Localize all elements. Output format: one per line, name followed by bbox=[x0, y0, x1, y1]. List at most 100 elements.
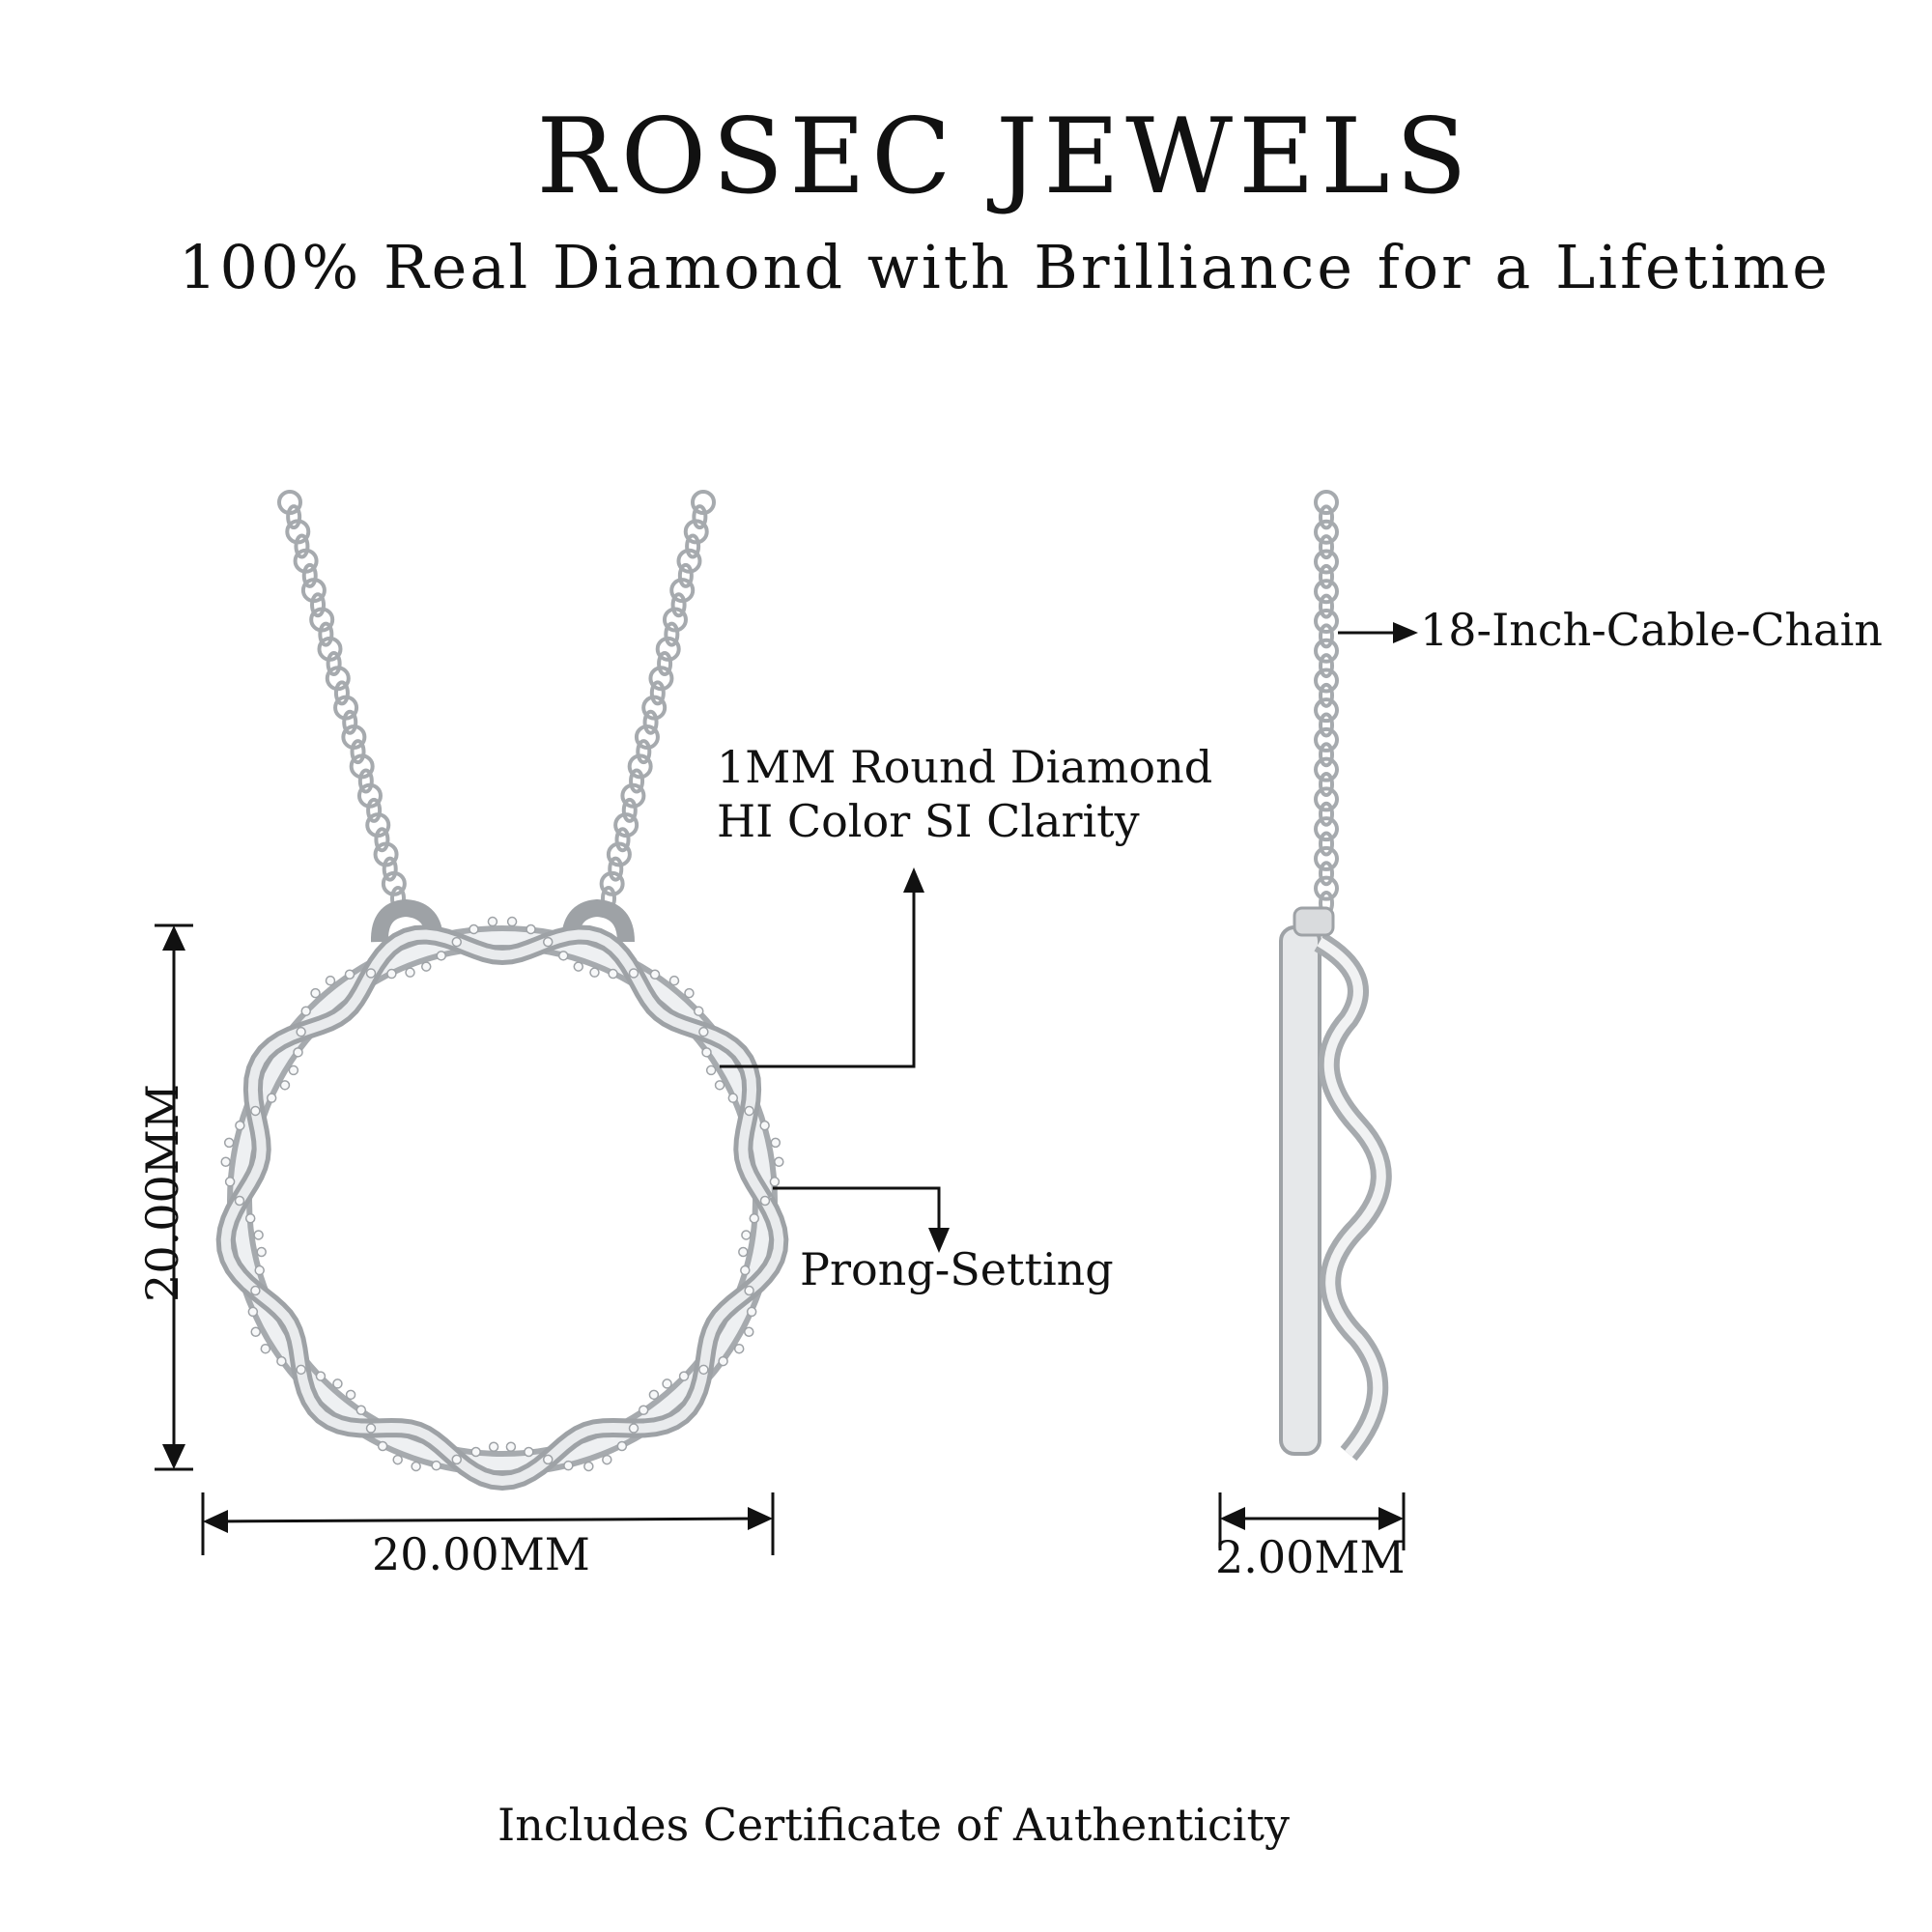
diamond-stone-icon bbox=[589, 967, 600, 978]
diamond-stone-icon bbox=[542, 1454, 554, 1465]
chain-link bbox=[1319, 593, 1334, 619]
diamond-stone-icon bbox=[749, 1212, 760, 1224]
chain-link bbox=[366, 797, 383, 823]
chain-link bbox=[636, 739, 652, 765]
diamond-stone-icon bbox=[744, 1326, 754, 1337]
chain-link bbox=[608, 856, 624, 882]
chain-callout-leader bbox=[1338, 622, 1418, 643]
chain-label: 18-Inch-Cable-Chain bbox=[1420, 604, 1883, 656]
diamond-stone-icon bbox=[705, 1065, 717, 1076]
diamond-stone-icon bbox=[325, 975, 336, 986]
diamond-stone-icon bbox=[377, 1440, 388, 1452]
chain-link bbox=[1319, 742, 1334, 768]
chain-link bbox=[310, 592, 327, 618]
diamond-stone-icon bbox=[344, 969, 355, 980]
chain-link bbox=[374, 827, 390, 853]
diamond-stone-icon bbox=[506, 916, 518, 927]
chain-link bbox=[382, 856, 398, 882]
diamond-stone-icon bbox=[247, 1306, 259, 1318]
chain-link bbox=[621, 797, 638, 823]
diamond-stone-icon bbox=[526, 923, 536, 935]
certificate-note: Includes Certificate of Authenticity bbox=[497, 1799, 1290, 1851]
chain-link bbox=[1314, 490, 1339, 515]
chain-link bbox=[1314, 845, 1339, 871]
diamond-callout-leader bbox=[720, 867, 924, 1068]
diamond-stone-icon bbox=[436, 951, 447, 961]
diamond-stone-icon bbox=[487, 916, 498, 927]
chain-link bbox=[629, 768, 645, 794]
chain-link bbox=[649, 680, 666, 706]
diamond-stone-icon bbox=[488, 1441, 499, 1452]
diamond-stone-icon bbox=[250, 1105, 261, 1117]
diamond-stone-icon bbox=[293, 1047, 303, 1058]
diamond-stone-icon bbox=[469, 923, 479, 935]
diamond-stone-icon bbox=[266, 1093, 277, 1103]
diamond-stone-icon bbox=[296, 1364, 306, 1376]
diamond-stone-icon bbox=[234, 1195, 245, 1207]
chain-link bbox=[1314, 579, 1339, 605]
chain-link bbox=[1314, 756, 1339, 782]
diamond-stone-icon bbox=[386, 968, 397, 980]
diamond-stone-icon bbox=[668, 975, 680, 986]
diamond-stone-icon bbox=[648, 1389, 660, 1401]
diamond-stone-icon bbox=[557, 951, 569, 961]
chain-link bbox=[326, 651, 342, 677]
diamond-stone-icon bbox=[365, 1423, 377, 1434]
chain-link bbox=[1319, 861, 1334, 887]
diamond-stone-icon bbox=[759, 1195, 771, 1207]
width-dimension bbox=[201, 1492, 775, 1555]
chain-link bbox=[1319, 831, 1334, 857]
chain-link bbox=[350, 739, 366, 765]
diamond-stone-icon bbox=[583, 1461, 594, 1472]
diamond-stone-icon bbox=[701, 1047, 712, 1058]
diamond-stone-icon bbox=[628, 968, 639, 979]
diamond-stone-icon bbox=[296, 1026, 306, 1037]
chain-link bbox=[1319, 653, 1334, 679]
chain-link bbox=[642, 709, 659, 735]
diamond-stone-icon bbox=[365, 968, 377, 979]
chain-link bbox=[1319, 623, 1334, 649]
chain-link bbox=[1319, 682, 1334, 708]
chain-link bbox=[670, 592, 687, 618]
chain-link bbox=[1319, 563, 1334, 589]
diamond-stone-icon bbox=[300, 1006, 311, 1016]
diamond-stone-icon bbox=[608, 968, 618, 980]
chain-link bbox=[1314, 638, 1339, 664]
diamond-stone-icon bbox=[244, 1212, 256, 1224]
chain-link bbox=[1314, 668, 1339, 694]
tagline: 100% Real Diamond with Brilliance for a … bbox=[179, 232, 1831, 302]
chain-link bbox=[1319, 504, 1334, 530]
prong-setting-label: Prong-Setting bbox=[800, 1243, 1114, 1295]
chain-link bbox=[1314, 549, 1339, 575]
chain-link bbox=[664, 621, 680, 647]
chain-link bbox=[657, 651, 673, 677]
chain-link bbox=[357, 768, 374, 794]
diamond-stone-icon bbox=[698, 1364, 709, 1376]
diamond-stone-icon bbox=[744, 1105, 754, 1117]
chain-link bbox=[333, 680, 350, 706]
chain-link bbox=[1314, 875, 1339, 901]
diamond-stone-icon bbox=[250, 1285, 261, 1296]
chain-link bbox=[1314, 816, 1339, 842]
diamond-stone-icon bbox=[405, 967, 415, 978]
diamond-spec-line-2: HI Color SI Clarity bbox=[717, 795, 1140, 847]
diamond-stone-icon bbox=[662, 1378, 672, 1389]
diamond-stone-icon bbox=[769, 1177, 781, 1187]
depth-dimension bbox=[1218, 1492, 1406, 1550]
diamond-stone-icon bbox=[253, 1230, 264, 1240]
diamond-stone-icon bbox=[256, 1246, 267, 1258]
width-dimension-label: 20.00MM bbox=[372, 1528, 590, 1580]
diamond-stone-icon bbox=[694, 1006, 704, 1016]
diamond-stone-icon bbox=[451, 1454, 463, 1465]
diamond-stone-icon bbox=[470, 1446, 481, 1458]
diamond-stone-icon bbox=[220, 1156, 231, 1168]
diamond-stone-icon bbox=[733, 1343, 745, 1354]
diamond-stone-icon bbox=[310, 987, 321, 999]
diamond-stone-icon bbox=[628, 1423, 639, 1434]
diamond-stone-icon bbox=[355, 1405, 367, 1415]
chain-link bbox=[342, 709, 358, 735]
height-dimension bbox=[155, 923, 193, 1471]
diamond-stone-icon bbox=[542, 936, 554, 948]
